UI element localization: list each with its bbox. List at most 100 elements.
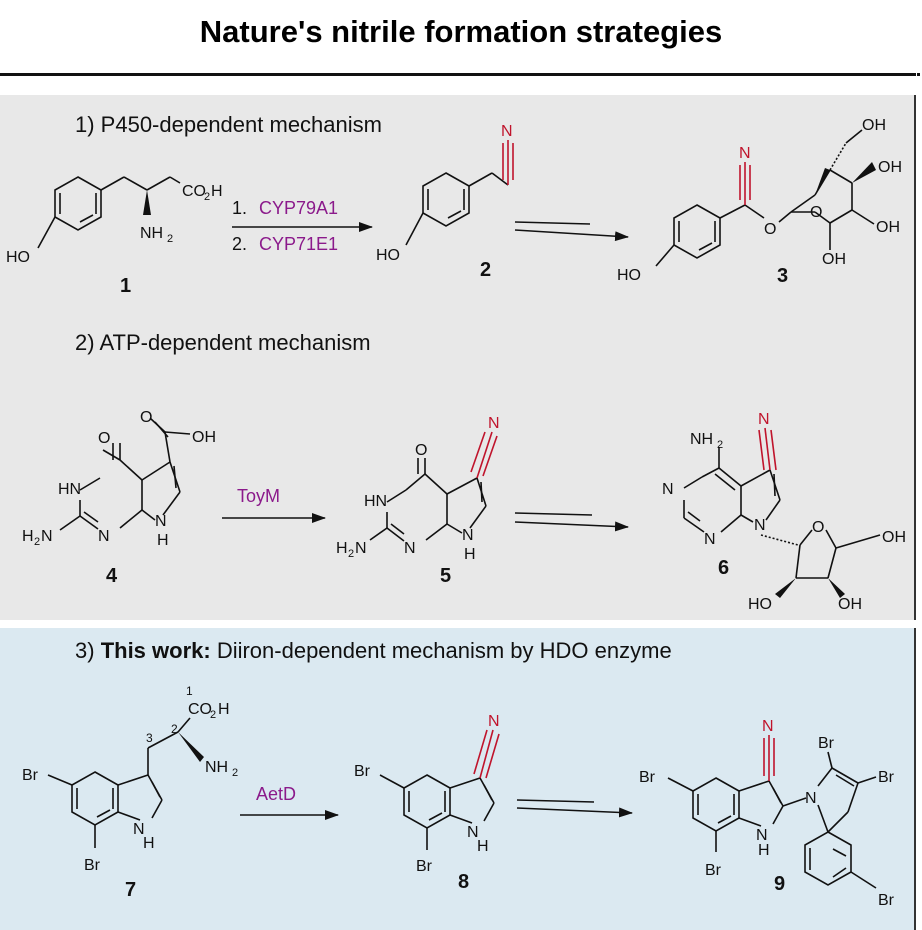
compound-9-linking-n: N (805, 790, 817, 807)
compound-9-bromo-7: Br (705, 862, 722, 879)
compound-2-hydroxyl: HO (376, 247, 400, 264)
compound-3-wedge-oh (852, 162, 876, 183)
compound-1-carboxyl-sub: 2 (204, 191, 210, 203)
compound-7-dibromotryptophan (47, 717, 191, 848)
compound-5-label: 5 (440, 565, 451, 587)
compound-5-pyrrole-h: H (464, 546, 476, 563)
compound-3-label: 3 (777, 265, 788, 287)
compound-5-amine-h: H (336, 540, 348, 557)
compound-9-bromo-3prime: Br (878, 769, 895, 786)
compound-8-triple-bond (473, 729, 500, 779)
reagent-toym: ToyM (237, 486, 280, 506)
compound-9-bromo-5: Br (639, 769, 656, 786)
compound-7-bromo-7: Br (84, 857, 101, 874)
compound-4-hn: HN (58, 481, 81, 498)
compound-6-hydroxyl-left: HO (748, 596, 772, 613)
compound-9-bisindole (667, 751, 877, 889)
compound-3-glycosidic-o: O (764, 221, 776, 238)
compound-1-carboxyl-co: CO (182, 183, 206, 200)
compound-6-amine-nh: NH (690, 431, 713, 448)
title-rule-end (917, 73, 920, 76)
compound-4-acid-o: O (140, 409, 152, 426)
compound-7-amine-sub: 2 (232, 767, 238, 779)
reagent-step2-number: 2. (232, 234, 247, 254)
compound-6-ring-n-top: N (662, 481, 674, 498)
compound-4-preq0-precursor (59, 417, 191, 531)
compound-1-hydroxyl: HO (6, 249, 30, 266)
compound-4-amine-h: H (22, 528, 34, 545)
compound-8-bromo-7: Br (416, 858, 433, 875)
compound-3-oh-right: OH (878, 159, 902, 176)
compound-6-toyocamycin (683, 447, 881, 579)
compound-5-triple-bond (470, 431, 498, 479)
compound-9-indole-n: N (756, 827, 768, 844)
section-p450-heading: 1) P450-dependent mechanism (75, 112, 382, 137)
compound-4-carbonyl-o: O (98, 430, 110, 447)
compound-7-carboxyl-h: H (218, 701, 230, 718)
compound-4-amine-sub: 2 (34, 536, 40, 548)
compound-8-label: 8 (458, 871, 469, 893)
compound-1-tyrosine (37, 176, 181, 249)
compound-7-bromo-5: Br (22, 767, 39, 784)
compound-6-wedge-right (828, 578, 845, 598)
compound-3-wedge-ch2 (815, 168, 830, 195)
compound-7-carboxyl-co: CO (188, 701, 212, 718)
compound-6-ring-n-bottom: N (704, 531, 716, 548)
compound-3-nitrogen: N (739, 145, 751, 162)
compound-7-position-1: 1 (186, 684, 193, 698)
compound-7-position-3: 3 (146, 731, 153, 745)
compound-8-indole-h: H (477, 838, 489, 855)
title-rule (0, 73, 916, 76)
page-title: Nature's nitrile formation strategies (199, 14, 723, 49)
compound-6-wedge-left (775, 578, 796, 598)
compound-4-acid-oh: OH (192, 429, 216, 446)
compound-7-amine-nh: NH (205, 759, 228, 776)
compound-3-triple-bond (739, 162, 751, 205)
compound-8-dibromoindole-nitrile (379, 774, 495, 850)
compound-1-carboxyl-h: H (211, 183, 223, 200)
compound-1-label: 1 (120, 275, 131, 297)
compound-7-carboxyl-sub: 2 (210, 709, 216, 721)
compound-5-amine-n: N (355, 540, 367, 557)
compound-6-nitrogen: N (758, 411, 770, 428)
compound-6-ring-o: O (812, 519, 824, 536)
compound-8-nitrogen: N (488, 713, 500, 730)
compound-4-label: 4 (106, 565, 118, 587)
compound-4-pyrrole-h: H (157, 532, 169, 549)
this-work-bold: This work: (100, 638, 211, 663)
compound-5-carbonyl-o: O (415, 442, 427, 459)
multistep-arrow-hdo (516, 807, 633, 818)
reagent-cyp79a1: CYP79A1 (259, 198, 338, 218)
compound-6-triple-bond (758, 427, 777, 471)
this-work-panel (0, 628, 916, 930)
compound-2-nitrogen: N (501, 123, 513, 140)
compound-5-amine-sub: 2 (348, 548, 354, 560)
compound-5-hn: HN (364, 493, 387, 510)
section-atp-heading: 2) ATP-dependent mechanism (75, 330, 371, 355)
compound-4-ring-n: N (98, 528, 110, 545)
compound-2-label: 2 (480, 259, 491, 281)
compound-5-pyrrole-n: N (462, 527, 474, 544)
compound-3-oh-top: OH (862, 117, 886, 134)
compound-5-ring-n: N (404, 540, 416, 557)
compound-5-nitrogen: N (488, 415, 500, 432)
compound-6-pyrrole-n: N (754, 517, 766, 534)
natural-mechanisms-panel (0, 95, 916, 620)
compound-8-indole-n: N (467, 824, 479, 841)
reagent-step1-number: 1. (232, 198, 247, 218)
compound-2-nitrile (405, 172, 509, 246)
compound-4-amine-n: N (41, 528, 53, 545)
compound-1-amine-nh: NH (140, 225, 163, 242)
compound-6-label: 6 (718, 557, 729, 579)
compound-9-bromo-6prime: Br (878, 892, 895, 909)
compound-9-label: 9 (774, 873, 785, 895)
multistep-arrow-atp (514, 521, 629, 532)
compound-6-amine-sub: 2 (717, 439, 723, 451)
compound-6-oh-bottom: OH (838, 596, 862, 613)
compound-1-wedge (143, 190, 151, 215)
compound-9-bromo-2prime: Br (818, 735, 835, 752)
compound-8-bromo-5: Br (354, 763, 371, 780)
reagent-aetd: AetD (256, 784, 296, 804)
compound-9-triple-bond (763, 735, 775, 781)
